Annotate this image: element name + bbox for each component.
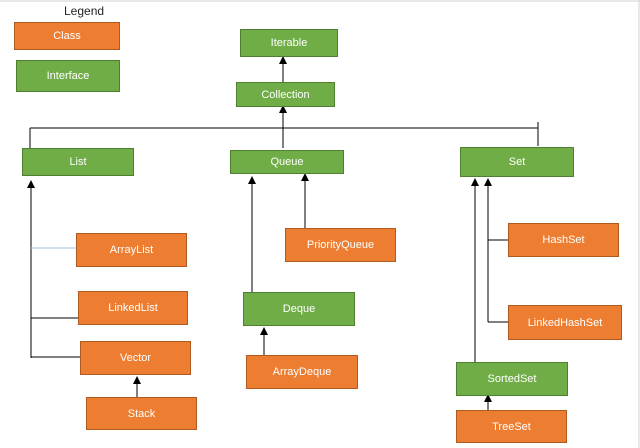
node-queue: Queue — [230, 150, 344, 174]
node-list: List — [22, 148, 134, 176]
node-vector: Vector — [80, 341, 191, 375]
node-linkedlist: LinkedList — [78, 291, 188, 325]
legend-interface: Interface — [16, 60, 120, 92]
legend-title: Legend — [64, 4, 105, 18]
node-arraydeque: ArrayDeque — [246, 355, 358, 389]
node-iterable: Iterable — [240, 29, 338, 57]
node-sortedset: SortedSet — [456, 362, 568, 396]
node-arraylist: ArrayList — [76, 233, 187, 267]
node-treeset: TreeSet — [456, 410, 567, 443]
node-deque: Deque — [243, 292, 355, 326]
node-collection: Collection — [236, 82, 335, 107]
node-priorityqueue: PriorityQueue — [285, 228, 396, 262]
node-set: Set — [460, 147, 574, 177]
node-stack: Stack — [86, 397, 197, 430]
node-hashset: HashSet — [508, 223, 619, 257]
node-linkedhashset: LinkedHashSet — [508, 305, 622, 340]
legend-class: Class — [14, 22, 120, 50]
